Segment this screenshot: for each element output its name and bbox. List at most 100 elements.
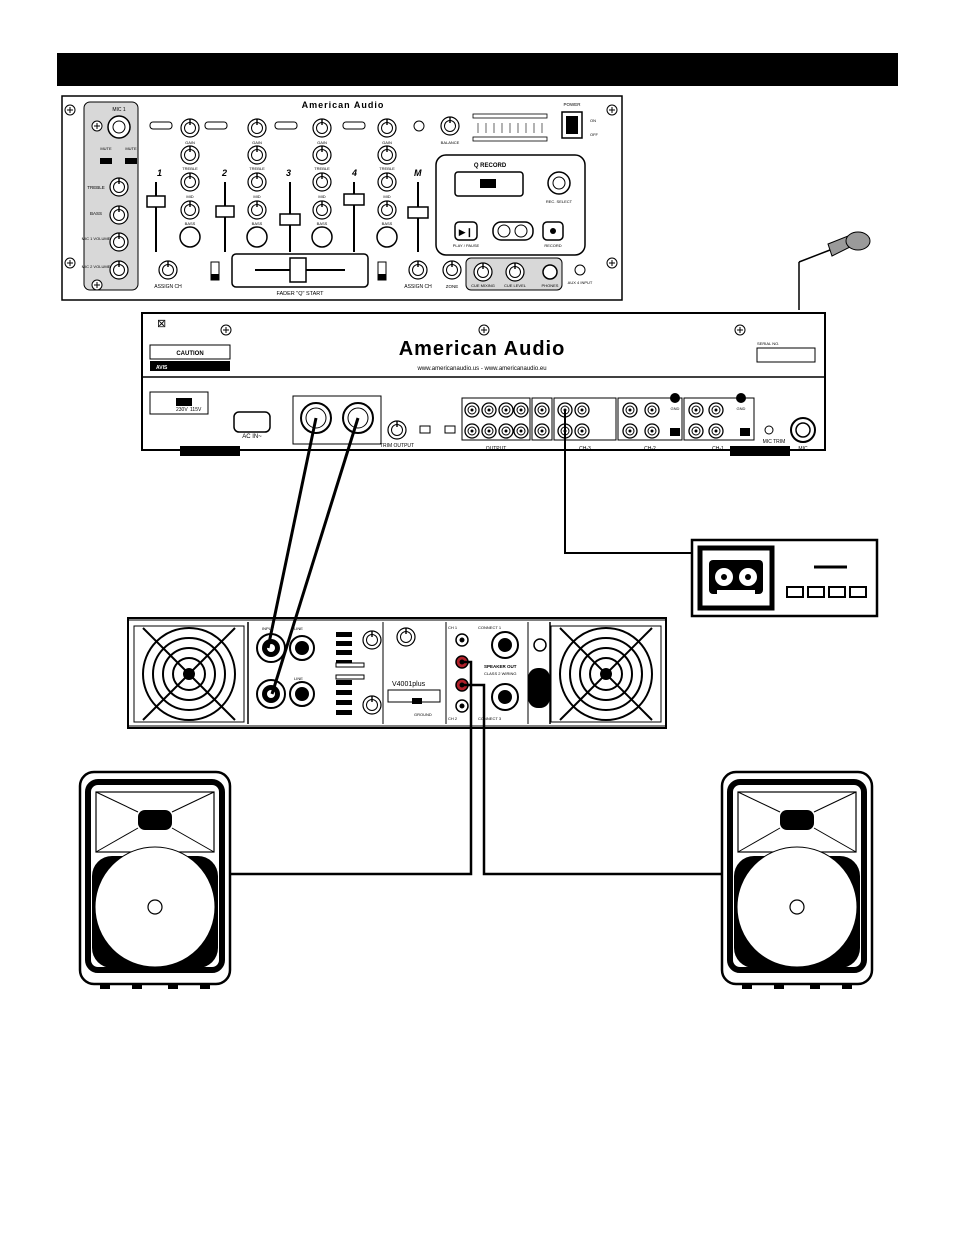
- svg-text:MID: MID: [383, 194, 390, 199]
- svg-text:CH 2: CH 2: [448, 716, 458, 721]
- svg-text:TREBLE: TREBLE: [314, 166, 330, 171]
- weee-icon: ⊠: [157, 318, 166, 330]
- ch2-fader-icon[interactable]: [215, 205, 235, 218]
- mic-treble-knob-icon[interactable]: [109, 177, 129, 197]
- svg-text:CONNECT 1: CONNECT 1: [478, 625, 502, 630]
- svg-text:GAIN: GAIN: [317, 140, 327, 145]
- svg-text:CH-1: CH-1: [712, 446, 724, 452]
- svg-text:MIC 2 VOLUME: MIC 2 VOLUME: [82, 264, 111, 269]
- assign-ch-right-knob-icon[interactable]: [408, 260, 428, 280]
- svg-text:MID: MID: [318, 194, 325, 199]
- svg-text:V4001plus: V4001plus: [392, 681, 426, 688]
- svg-text:M: M: [414, 168, 422, 178]
- ch4-fader-icon[interactable]: [343, 193, 365, 206]
- svg-text:BALANCE: BALANCE: [441, 140, 460, 145]
- svg-text:LINE: LINE: [294, 676, 303, 681]
- amp-level-ch2-knob-icon[interactable]: [362, 695, 382, 715]
- svg-text:MIC: MIC: [798, 446, 808, 452]
- mic-input-xlr-icon[interactable]: [790, 417, 816, 443]
- svg-text:4: 4: [351, 168, 357, 178]
- microphone-icon: [798, 231, 871, 310]
- cue-mixing-knob-icon[interactable]: [473, 262, 493, 282]
- svg-text:FADER "Q" START: FADER "Q" START: [276, 291, 324, 297]
- play-pause-button[interactable]: [454, 221, 478, 241]
- svg-text:BASS: BASS: [90, 211, 102, 216]
- svg-text:MUTE: MUTE: [100, 146, 112, 151]
- svg-text:2: 2: [221, 168, 227, 178]
- svg-text:LINE: LINE: [294, 626, 303, 631]
- phones-jack-icon[interactable]: [542, 264, 558, 280]
- ground-screw-ch1-icon[interactable]: [736, 393, 746, 403]
- svg-text:MID: MID: [186, 194, 193, 199]
- amplifier-rear-panel: INPUT LINE LINE V4001plus GROUND CH 1 CH…: [127, 617, 667, 729]
- svg-text:POWER: POWER: [563, 102, 581, 107]
- svg-text:TREBLE: TREBLE: [182, 166, 198, 171]
- master-fader-icon[interactable]: [407, 206, 429, 219]
- ground-screw-ch2-icon[interactable]: [670, 393, 680, 403]
- amp-level-ch1-knob-icon[interactable]: [362, 630, 382, 650]
- svg-text:RECORD: RECORD: [544, 243, 561, 248]
- svg-text:BASS: BASS: [382, 221, 393, 226]
- svg-text:GAIN: GAIN: [185, 140, 195, 145]
- fan-grille-right-icon: [550, 625, 662, 723]
- ch3-fader-icon[interactable]: [279, 213, 301, 226]
- svg-text:MID: MID: [253, 194, 260, 199]
- svg-text:TREBLE: TREBLE: [379, 166, 395, 171]
- ac-inlet-icon[interactable]: [233, 411, 271, 433]
- svg-text:CH 1: CH 1: [448, 625, 458, 630]
- svg-text:MIC 1: MIC 1: [112, 107, 126, 113]
- svg-text:CLASS 2 WIRING: CLASS 2 WIRING: [484, 671, 516, 676]
- svg-text:CONNECT 3: CONNECT 3: [478, 716, 502, 721]
- svg-text:ASSIGN CH: ASSIGN CH: [154, 284, 182, 290]
- cue-level-knob-icon[interactable]: [505, 262, 525, 282]
- cables: [228, 410, 723, 876]
- svg-text:115V: 115V: [190, 407, 202, 413]
- voltage-switch-icon[interactable]: [176, 398, 192, 406]
- channel-strips: GAIN TREBLE MID BASS 1 GAIN TREBLE MID B…: [146, 116, 460, 252]
- svg-text:GND: GND: [737, 406, 746, 411]
- svg-text:230V: 230V: [176, 407, 188, 413]
- svg-text:MIC 1 VOLUME: MIC 1 VOLUME: [82, 236, 111, 241]
- svg-text:INPUT: INPUT: [262, 626, 275, 631]
- svg-text:GROUND: GROUND: [414, 712, 432, 717]
- svg-text:ZONE: ZONE: [446, 284, 459, 289]
- forward-button[interactable]: [514, 224, 528, 238]
- mixer-front-brand: American Audio: [302, 100, 385, 110]
- balance-knob-icon[interactable]: [440, 116, 460, 136]
- speaker-right-icon: [722, 772, 872, 989]
- svg-text:BASS: BASS: [252, 221, 263, 226]
- power-cord-icon: [528, 668, 550, 708]
- fan-grille-left-icon: [133, 625, 245, 723]
- svg-text:AVIS: AVIS: [156, 365, 168, 371]
- rewind-button[interactable]: [497, 224, 511, 238]
- assign-ch-left-knob-icon[interactable]: [158, 260, 178, 280]
- crossfader-icon[interactable]: [289, 257, 307, 283]
- svg-text:OUTPUT: OUTPUT: [486, 446, 507, 452]
- svg-text:AC IN~: AC IN~: [242, 434, 262, 440]
- mic2-volume-knob-icon[interactable]: [109, 260, 129, 280]
- trim-output-knob-icon[interactable]: [387, 420, 407, 440]
- svg-text:TREBLE: TREBLE: [87, 185, 105, 190]
- svg-text:CH-2: CH-2: [644, 446, 656, 452]
- svg-text:ASSIGN CH: ASSIGN CH: [404, 284, 432, 290]
- rec-select-knob-icon[interactable]: [547, 171, 571, 195]
- svg-text:CUE MIXING: CUE MIXING: [471, 283, 495, 288]
- svg-text:www.americanaudio.us - www.ame: www.americanaudio.us - www.americanaudio…: [416, 366, 546, 372]
- mic-bass-knob-icon[interactable]: [109, 205, 129, 225]
- rear-brand: American Audio: [399, 338, 566, 360]
- svg-text:CH-3: CH-3: [579, 446, 591, 452]
- svg-text:GAIN: GAIN: [252, 140, 262, 145]
- svg-text:CUE LEVEL: CUE LEVEL: [504, 283, 527, 288]
- svg-text:ON: ON: [590, 118, 596, 123]
- zone-knob-icon[interactable]: [442, 260, 462, 280]
- ch1-fader-icon[interactable]: [146, 195, 166, 208]
- svg-text:MIC TRIM: MIC TRIM: [763, 439, 786, 445]
- mic1-xlr-icon[interactable]: [107, 115, 131, 139]
- svg-text:1: 1: [157, 168, 162, 178]
- cassette-deck-icon: [690, 538, 879, 618]
- svg-text:3: 3: [286, 168, 291, 178]
- svg-text:SERIAL NO.: SERIAL NO.: [757, 341, 779, 346]
- usb-port-icon[interactable]: [480, 179, 496, 188]
- mic1-volume-knob-icon[interactable]: [109, 232, 129, 252]
